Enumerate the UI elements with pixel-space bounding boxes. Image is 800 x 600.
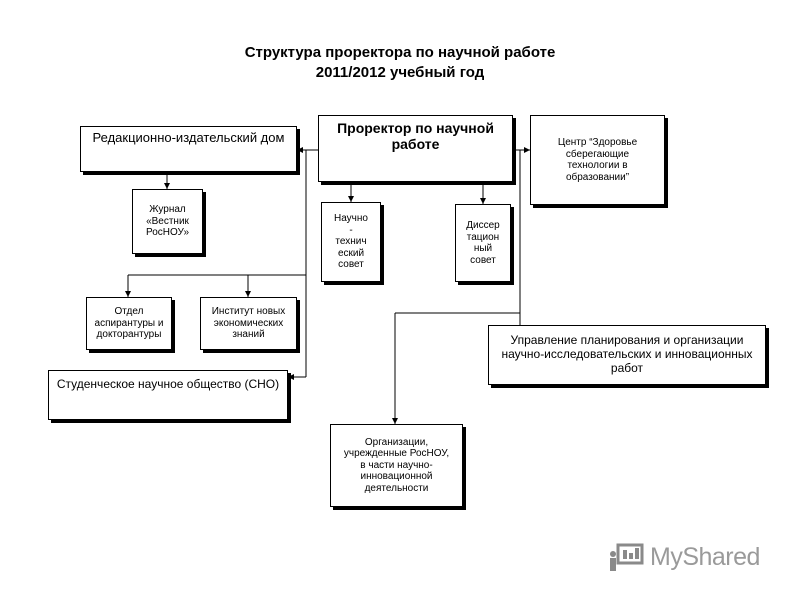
node-editorial-house-label: Редакционно-издательский дом: [92, 130, 285, 145]
node-institute: Институт новых экономических знаний: [200, 297, 297, 350]
diagram-title-line-2: 2011/2012 учебный год: [315, 64, 485, 81]
node-dissertation-council-label: Диссер тацион ный совет: [466, 220, 500, 266]
node-scientific-council: Научно - технич еский совет: [321, 202, 381, 282]
node-prorector: Проректор по научной работе: [318, 115, 513, 182]
node-editorial-house: Редакционно-издательский дом: [80, 126, 297, 172]
node-prorector-label: Проректор по научной работе: [337, 120, 494, 153]
node-planning-management: Управление планирования и организации на…: [488, 325, 766, 385]
diagram-title-line-1: Структура проректора по научной работе: [244, 44, 556, 61]
watermark-text: MyShared: [650, 542, 760, 571]
node-journal: Журнал «Вестник РосНОУ»: [132, 189, 203, 254]
node-student-society-label: Студенческое научное общество (СНО): [56, 377, 280, 391]
node-organizations-label: Организации, учрежденные РосНОУ, в части…: [343, 436, 450, 494]
node-postgrad-department-label: Отдел аспирантуры и докторантуры: [94, 306, 164, 341]
node-journal-label: Журнал «Вестник РосНОУ»: [145, 204, 190, 239]
node-postgrad-department: Отдел аспирантуры и докторантуры: [86, 297, 172, 350]
node-dissertation-council: Диссер тацион ный совет: [455, 204, 511, 282]
node-health-center-label: Центр “Здоровье сберегающие технологии в…: [557, 137, 638, 183]
node-institute-label: Институт новых экономических знаний: [211, 306, 286, 341]
node-scientific-council-label: Научно - технич еский совет: [334, 213, 368, 271]
node-health-center: Центр “Здоровье сберегающие технологии в…: [530, 115, 665, 205]
node-organizations: Организации, учрежденные РосНОУ, в части…: [330, 424, 463, 507]
watermark-logo: MyShared: [608, 540, 760, 574]
node-planning-management-label: Управление планирования и организации на…: [501, 333, 753, 375]
presentation-board-icon: [610, 543, 644, 571]
node-student-society: Студенческое научное общество (СНО): [48, 370, 288, 420]
